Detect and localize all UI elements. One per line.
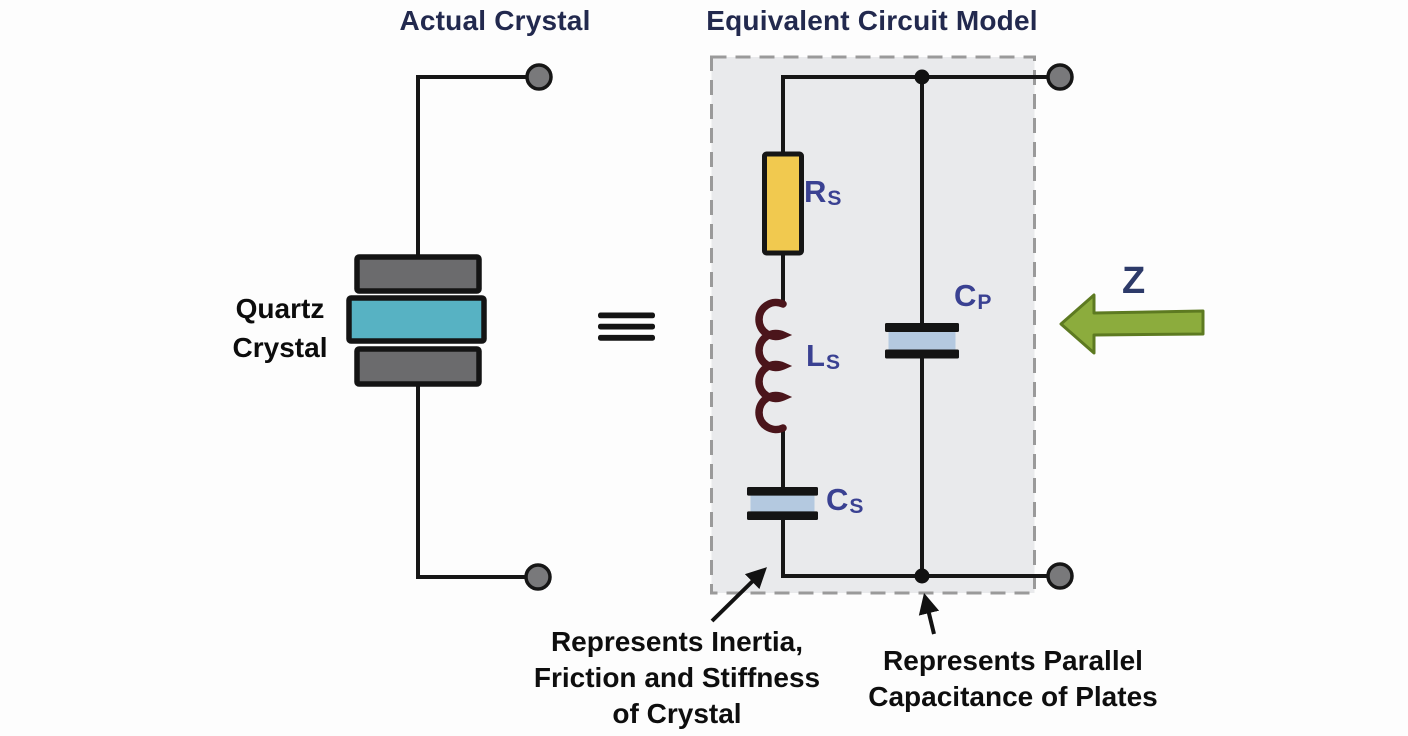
- wire-bottom: [781, 518, 1060, 578]
- cs-sub: S: [849, 494, 864, 518]
- callout-arrow-series: [710, 567, 767, 623]
- annotation-parallel-branch: Represents Parallel Capacitance of Plate…: [868, 645, 1158, 712]
- impedance-z-label: Z: [1122, 260, 1146, 302]
- resistor-rs-label: RS: [804, 176, 841, 209]
- callout-arrow-parallel: [918, 592, 940, 635]
- ls-sub: S: [825, 350, 840, 374]
- inductor-ls-coil: [755, 298, 793, 434]
- wire-top: [781, 75, 1060, 156]
- crystal-quartz-slab: [346, 295, 487, 344]
- cp-sub: P: [977, 290, 992, 314]
- impedance-arrow-icon: [1059, 293, 1205, 355]
- resistor-rs: [762, 151, 804, 256]
- rs-main: R: [804, 174, 827, 209]
- junction-dot-top: [914, 69, 930, 85]
- title-equivalent-circuit: Equivalent Circuit Model: [706, 5, 1038, 36]
- junction-dot-bottom: [914, 568, 930, 584]
- terminal-node-left-bottom: [524, 563, 552, 591]
- capacitor-cs: [747, 487, 818, 520]
- equivalence-icon: [598, 312, 655, 341]
- crystal-bottom-plate: [354, 346, 482, 387]
- cs-main: C: [826, 482, 849, 517]
- terminal-node-right-top: [1046, 63, 1074, 91]
- ls-main: L: [806, 338, 825, 373]
- cp-main: C: [954, 278, 977, 313]
- capacitor-cp-label: CP: [954, 280, 991, 313]
- crystal-top-plate: [354, 254, 482, 294]
- annotation-series-branch: Represents Inertia, Friction and Stiffne…: [533, 626, 821, 729]
- capacitor-cp: [885, 323, 959, 359]
- terminal-node-left-top: [525, 63, 553, 91]
- title-actual-crystal: Actual Crystal: [399, 5, 591, 36]
- wire-left-bottom: [416, 383, 538, 579]
- rs-sub: S: [827, 186, 842, 210]
- quartz-crystal-label: Quartz Crystal: [232, 293, 328, 364]
- terminal-node-right-bottom: [1046, 562, 1074, 590]
- capacitor-cs-label: CS: [826, 484, 863, 517]
- wire-left-top: [416, 75, 539, 258]
- inductor-ls-label: LS: [806, 340, 840, 373]
